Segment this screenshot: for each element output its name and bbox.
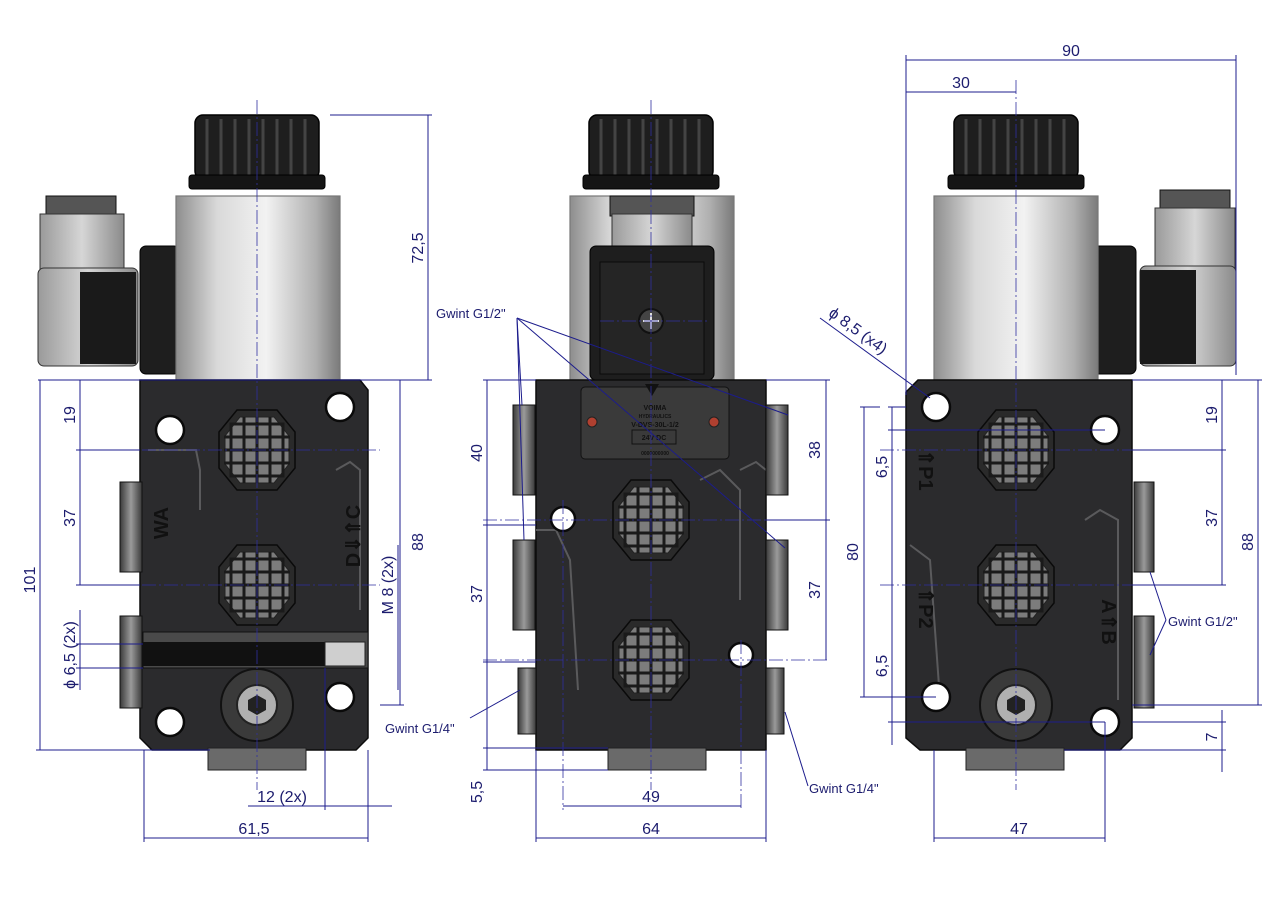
mount-hole <box>324 391 356 423</box>
plate-model: V-DVS-30L-1/2 <box>631 422 679 429</box>
right-view: ⇑P1 ⇑P2 A⇑B 90 30 ϕ <box>819 43 1262 842</box>
callout-thread-quarter-left: Gwint G1/4" <box>385 721 455 736</box>
dim-88: 88 <box>1240 533 1257 551</box>
dim-5-5: 5,5 <box>469 781 486 803</box>
port-side-left-1 <box>119 481 143 573</box>
dim-7: 7 <box>1204 732 1221 741</box>
dim-49: 49 <box>642 789 660 806</box>
callout-hole-dia: ϕ 8,5 (x4) <box>825 305 890 359</box>
mount-hole <box>324 681 356 713</box>
bottom-plug-right <box>965 747 1065 771</box>
left-view: WA D⇓⇑C 72,5 19 37 101 88 M 8 (2x) ϕ 6,5 <box>22 100 432 842</box>
port-side-center-l2 <box>512 539 536 631</box>
port-side-right-2 <box>1133 615 1155 709</box>
dim-30: 30 <box>952 75 970 92</box>
port-side-right-1 <box>1133 481 1155 573</box>
port-label-p1: ⇑P1 <box>914 449 936 490</box>
dim-47: 47 <box>1010 821 1028 838</box>
center-view: VOIMA HYDRAULICS V-DVS-30L-1/2 24V DC 00… <box>385 100 879 842</box>
dim-thread-m8: M 8 (2x) <box>380 556 397 615</box>
dim-37: 37 <box>62 509 79 527</box>
callout-thread-quarter-right: Gwint G1/4" <box>809 781 879 796</box>
mount-hole <box>154 706 186 738</box>
plate-sub: HYDRAULICS <box>639 414 672 420</box>
dim-19: 19 <box>62 406 79 424</box>
callout-thread-half-top: Gwint G1/2" <box>436 306 506 321</box>
dim-19: 19 <box>1204 406 1221 424</box>
callout-thread-half-right: Gwint G1/2" <box>1168 614 1238 629</box>
mount-hole <box>154 414 186 446</box>
mount-hole <box>920 391 952 423</box>
plate-brand: VOIMA <box>644 405 667 412</box>
dim-6-5-top: 6,5 <box>874 456 891 478</box>
plug-connector-right <box>1075 189 1237 375</box>
dim-6-5-bottom: 6,5 <box>874 655 891 677</box>
plug-connector-left <box>37 195 181 375</box>
dim-hole-dia: ϕ 6,5 (2x) <box>62 621 79 689</box>
plate-voltage: 24V DC <box>642 435 667 442</box>
dim-37: 37 <box>1204 509 1221 527</box>
port-side-center-r1 <box>765 404 789 496</box>
plate-serial: 0000000000 <box>641 451 669 457</box>
dim-coil-height: 72,5 <box>410 232 427 263</box>
dim-40: 40 <box>469 444 486 462</box>
coil-cylinder-left <box>175 195 341 381</box>
port-side-center-l1 <box>512 404 536 496</box>
dim-width: 61,5 <box>238 821 269 838</box>
dim-80: 80 <box>845 543 862 561</box>
label-plate: VOIMA HYDRAULICS V-DVS-30L-1/2 24V DC 00… <box>580 384 730 460</box>
port-quarter-right <box>765 667 785 735</box>
port-label-dc: D⇓⇑C <box>343 505 365 567</box>
port-quarter-left <box>517 667 537 735</box>
port-side-left-2 <box>119 615 143 709</box>
dim-90: 90 <box>1062 43 1080 60</box>
dim-88: 88 <box>410 533 427 551</box>
dim-38: 38 <box>807 441 824 459</box>
port-side-center-r2 <box>765 539 789 631</box>
dim-hole-spacing: 12 (2x) <box>257 789 307 806</box>
dim-37-right: 37 <box>807 581 824 599</box>
port-label-ab: A⇑B <box>1097 599 1119 645</box>
dim-64: 64 <box>642 821 660 838</box>
bottom-plug-center <box>607 747 707 771</box>
port-label-p2: ⇑P2 <box>914 587 936 628</box>
dim-37-left: 37 <box>469 585 486 603</box>
port-label-wa: WA <box>151 507 173 539</box>
dim-101: 101 <box>22 567 39 594</box>
